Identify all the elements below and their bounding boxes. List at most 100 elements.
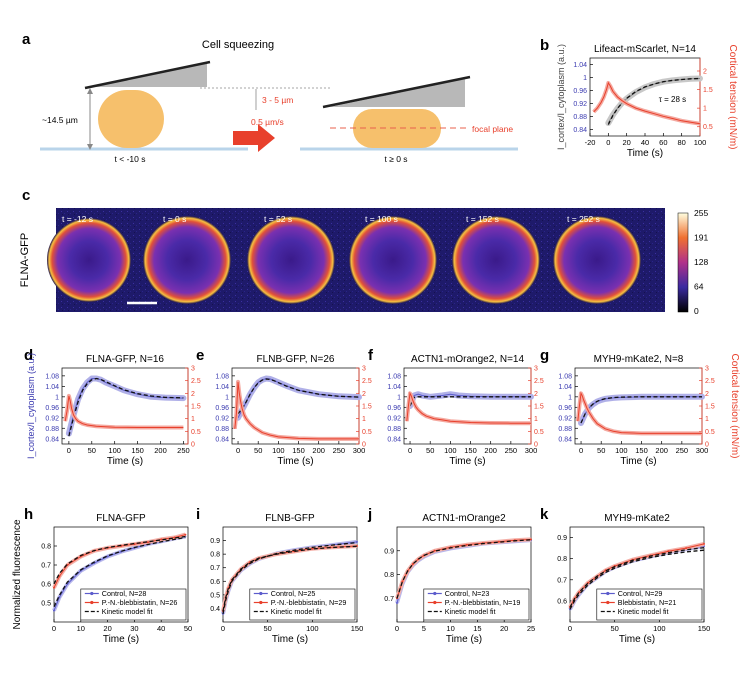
panel-label-d: d	[24, 347, 33, 364]
fit-line	[607, 77, 701, 125]
x-tick-label: 20	[622, 138, 630, 147]
y2-tick-label: 1.5	[191, 404, 201, 411]
y-tick-label: 0.84	[573, 127, 587, 134]
chart-title: FLNB-GFP, N=26	[257, 354, 335, 365]
x-tick-label: 40	[157, 624, 165, 633]
x-tick-label: 25	[527, 624, 535, 633]
schematic-title: Cell squeezing	[202, 39, 274, 51]
y-tick-label: 0.5	[210, 592, 220, 599]
panel-label-i: i	[196, 506, 200, 523]
panel-label-j: j	[367, 506, 372, 523]
legend	[423, 588, 530, 621]
squeeze-arrow	[233, 124, 275, 152]
x-tick-label: 300	[696, 446, 709, 455]
y2-tick-label: 1.5	[362, 404, 372, 411]
cell-round	[98, 90, 164, 148]
y-tick-label: 0.96	[558, 405, 572, 412]
fit-line	[222, 545, 358, 612]
x-axis-label: Time (s)	[107, 456, 143, 467]
x-tick-label: 100	[444, 446, 457, 455]
y2-tick-label: 1.5	[703, 87, 713, 94]
x-tick-label: 150	[351, 624, 364, 633]
y-axis-label-left: I_cortex/I_cytoplasm (a.u.)	[26, 353, 36, 459]
fit-line	[53, 535, 186, 585]
x-tick-label: 100	[694, 138, 707, 147]
x-tick-label: 15	[473, 624, 481, 633]
y2-tick-label: 2	[191, 391, 195, 398]
montage-cell	[452, 216, 540, 304]
y2-tick-label: 0	[362, 442, 366, 449]
montage-cell	[553, 216, 641, 304]
fit-line	[569, 547, 705, 608]
x-tick-label: 200	[484, 446, 497, 455]
y-tick-label: 1.04	[387, 384, 401, 391]
tension-line	[577, 391, 702, 434]
x-tick-label: 50	[597, 446, 605, 455]
y-tick-label: 0.84	[387, 436, 401, 443]
fit-line	[409, 396, 531, 407]
legend	[596, 588, 703, 621]
montage-time-label: t = 52 s	[264, 214, 292, 224]
x-tick-label: 100	[108, 446, 121, 455]
time-after: t ≥ 0 s	[384, 154, 407, 164]
legend-entry: Kinetic model fit	[445, 607, 496, 616]
panel-label-k: k	[540, 506, 549, 523]
x-tick-label: 100	[306, 624, 319, 633]
x-tick-label: 0	[221, 624, 225, 633]
y2-tick-label: 1	[191, 416, 195, 423]
y-tick-label: 0.6	[557, 598, 567, 605]
x-tick-label: 200	[312, 446, 325, 455]
y-tick-label: 1	[397, 394, 401, 401]
x-tick-label: 300	[353, 446, 366, 455]
x-tick-label: 0	[579, 446, 583, 455]
y-tick-label: 0.8	[557, 556, 567, 563]
x-tick-label: 150	[292, 446, 305, 455]
y2-tick-label: 2	[703, 69, 707, 76]
x-tick-label: 0	[568, 624, 572, 633]
panel-a-schematic: a Cell squeezing ~14.5 µm t < -10 s 3 - …	[22, 31, 518, 164]
legend-entry: P.-N.-blebbistatin, N=29	[271, 598, 347, 607]
montage-time-label: t = 0 s	[163, 214, 186, 224]
y2-tick-label: 1.5	[705, 404, 715, 411]
x-tick-label: 50	[254, 446, 262, 455]
plot-frame	[53, 526, 189, 623]
y-tick-label: 0.96	[45, 405, 59, 412]
y-tick-label: 0.7	[41, 563, 51, 570]
y-tick-label: 0.84	[215, 436, 229, 443]
y-tick-label: 0.88	[558, 426, 572, 433]
chart-title: FLNA-GFP	[96, 513, 146, 524]
x-tick-label: 100	[272, 446, 285, 455]
y2-tick-label: 0.5	[705, 429, 715, 436]
x-tick-label: 250	[676, 446, 689, 455]
panel-label-e: e	[196, 347, 204, 364]
y-axis-label-right: Cortical tension (mN/m)	[727, 44, 738, 149]
panel-label-a: a	[22, 31, 31, 48]
plate-right	[322, 75, 471, 109]
x-tick-label: 150	[635, 446, 648, 455]
y2-tick-label: 0.5	[191, 429, 201, 436]
x-axis-label: Time (s)	[446, 634, 482, 645]
x-tick-label: 200	[655, 446, 668, 455]
chart-title: MYH9-mKate2	[604, 513, 670, 524]
legend-entry: Kinetic model fit	[102, 607, 153, 616]
panel-label-h: h	[24, 506, 33, 523]
y-tick-label: 1.08	[215, 373, 229, 380]
y-tick-label: 1	[583, 75, 587, 82]
y2-tick-label: 1.5	[534, 404, 544, 411]
series-point	[106, 555, 109, 558]
data-line	[409, 393, 531, 407]
fit-line	[396, 539, 532, 599]
x-axis-label: Time (s)	[272, 634, 308, 645]
y-tick-label: 0.96	[387, 405, 401, 412]
height-label: ~14.5 µm	[42, 115, 78, 125]
legend-entry: Control, N=25	[271, 589, 316, 598]
series-point	[356, 540, 358, 543]
x-tick-label: 5	[422, 624, 426, 633]
panel-label-g: g	[540, 347, 549, 364]
